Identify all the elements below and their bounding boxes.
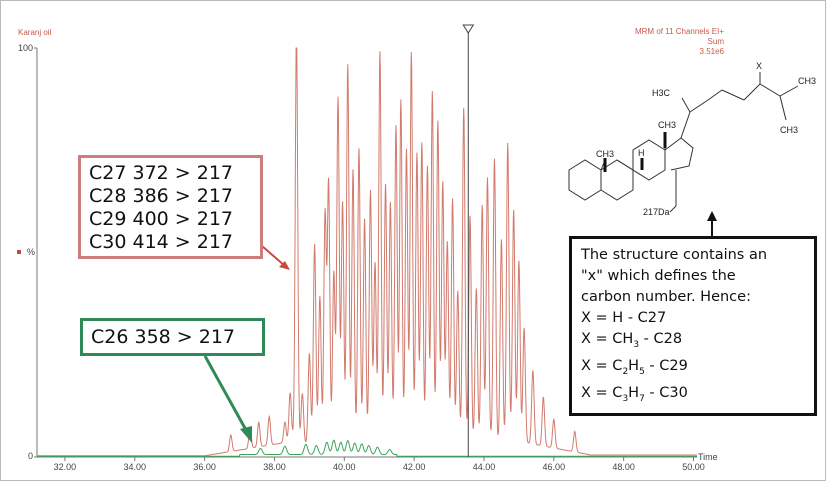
x-tick-label: 50.00 xyxy=(682,462,705,472)
x-tick-label: 38.00 xyxy=(263,462,286,472)
molecule-label-h3c: H3C xyxy=(652,88,671,98)
molecule-label-h: H xyxy=(638,148,645,158)
red-callout-arrowhead xyxy=(279,261,290,270)
box-callout-arrowhead xyxy=(707,211,717,221)
box-line-6: X = C2H5 - C29 xyxy=(581,357,688,377)
green-series-callout: C26 358 > 217 xyxy=(80,318,265,356)
red-series-callout: C27 372 > 217 C28 386 > 217 C29 400 > 21… xyxy=(78,155,263,259)
molecule-label-ch3-lower: CH3 xyxy=(780,125,798,135)
x-tick-label: 48.00 xyxy=(612,462,635,472)
x-tick-label: 44.00 xyxy=(473,462,496,472)
callout-line-c29: C29 400 > 217 xyxy=(89,208,234,230)
y-axis-label: % xyxy=(27,247,35,257)
y-axis-marker xyxy=(17,250,21,254)
box-line-2: "x" which defines the xyxy=(581,268,736,284)
box-line-7: X = C3H7 - C30 xyxy=(581,384,688,404)
molecule-label-217da: 217Da xyxy=(643,207,670,217)
x-tick-label: 34.00 xyxy=(124,462,147,472)
green-callout-arrowhead xyxy=(240,426,252,443)
y-tick-label-0: 0 xyxy=(28,451,33,461)
x-tick-label: 40.00 xyxy=(333,462,356,472)
header-line-3: 3.51e6 xyxy=(700,47,725,56)
x-tick-label: 32.00 xyxy=(54,462,77,472)
header-line-2: Sum xyxy=(708,37,725,46)
x-axis-ticks: 32.00 34.00 36.00 38.00 40.00 42.00 44.00 46.00… xyxy=(54,457,705,472)
header-line-1: MRM of 11 Channels EI+ xyxy=(635,27,724,36)
series-green-trace xyxy=(37,439,697,457)
x-tick-label: 42.00 xyxy=(403,462,426,472)
box-line-3: carbon number. Hence: xyxy=(581,289,751,305)
molecule-label-ch3-top: CH3 xyxy=(658,120,676,130)
structure-explanation-box: The structure contains an "x" which defi… xyxy=(569,236,817,416)
molecule-label-ch3-left: CH3 xyxy=(596,149,614,159)
sterane-structure-diagram xyxy=(568,72,799,213)
molecule-label-ch3-right: CH3 xyxy=(798,76,816,86)
callout-line-c28: C28 386 > 217 xyxy=(89,185,234,207)
box-line-1: The structure contains an xyxy=(581,247,768,263)
callout-line-c26: C26 358 > 217 xyxy=(91,326,236,348)
box-line-4: X = H - C27 xyxy=(581,310,667,326)
box-line-5: X = CH3 - C28 xyxy=(581,331,683,350)
y-tick-label-100: 100 xyxy=(18,43,33,53)
green-callout-arrow xyxy=(203,355,248,431)
molecule-label-x: X xyxy=(756,61,762,71)
callout-line-c30: C30 414 > 217 xyxy=(89,231,234,253)
red-callout-arrow xyxy=(261,245,286,267)
x-tick-label: 46.00 xyxy=(543,462,566,472)
chart-title: Karanj oil xyxy=(18,28,52,37)
time-marker-triangle xyxy=(462,24,475,34)
x-tick-label: 36.00 xyxy=(193,462,216,472)
x-axis-label: Time xyxy=(698,452,718,462)
callout-line-c27: C27 372 > 217 xyxy=(89,162,234,184)
